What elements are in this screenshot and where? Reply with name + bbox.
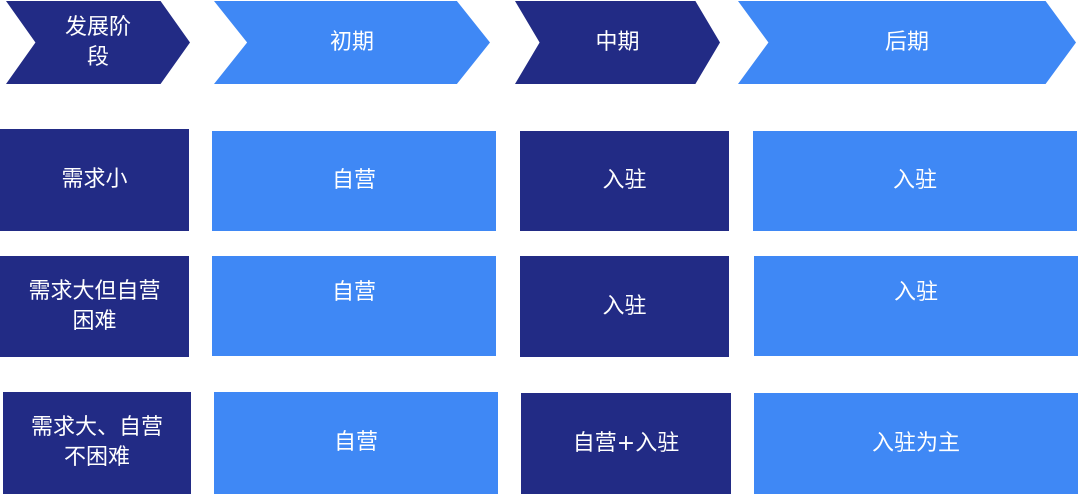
row-3-early-cell: 自营 xyxy=(214,392,498,494)
row-2-late-text: 入驻 xyxy=(893,280,938,305)
row-1-late-cell: 入驻 xyxy=(753,131,1077,231)
header-early-chevron: 初期 xyxy=(214,1,490,84)
header-early-label: 初期 xyxy=(329,29,374,55)
row-2-late-cell: 入驻 xyxy=(754,256,1078,356)
row-1-early-cell: 自营 xyxy=(212,131,496,231)
row-3-label-cell: 需求大、自营 不困难 xyxy=(3,392,191,494)
row-2-label-line2: 困难 xyxy=(72,308,117,334)
row-3-early-text: 自营 xyxy=(333,430,378,455)
row-1-late-text: 入驻 xyxy=(892,168,937,193)
row-1-label-cell: 需求小 xyxy=(0,129,189,231)
row-1-label-line1: 需求小 xyxy=(61,167,128,192)
header-stage-label-line1: 发展阶 xyxy=(64,14,131,40)
row-2-early-cell: 自营 xyxy=(212,256,496,356)
row-2-label-line1: 需求大但自营 xyxy=(28,278,161,304)
row-2-early-text: 自营 xyxy=(331,280,376,305)
row-3-late-cell: 入驻为主 xyxy=(754,393,1078,494)
header-middle-chevron: 中期 xyxy=(515,1,720,84)
row-2-middle-text: 入驻 xyxy=(602,293,647,319)
row-3-middle-text: 自营+入驻 xyxy=(572,430,680,456)
row-2-middle-cell: 入驻 xyxy=(520,256,729,357)
row-1-middle-text: 入驻 xyxy=(602,168,647,193)
row-3-label-line1: 需求大、自营 xyxy=(30,415,163,440)
header-late-chevron: 后期 xyxy=(738,1,1076,84)
header-late-label: 后期 xyxy=(884,29,929,55)
header-stage-label: 发展阶 段 xyxy=(65,13,131,73)
row-2-label-cell: 需求大但自营 困难 xyxy=(0,256,189,357)
row-1-early-text: 自营 xyxy=(331,168,376,193)
row-3-label-line2: 不困难 xyxy=(63,445,130,470)
row-3-middle-cell: 自营+入驻 xyxy=(521,393,731,494)
header-middle-label: 中期 xyxy=(595,29,640,55)
header-stage-chevron: 发展阶 段 xyxy=(6,1,190,84)
header-stage-label-line2: 段 xyxy=(86,44,109,70)
row-1-middle-cell: 入驻 xyxy=(520,131,729,231)
row-3-late-text: 入驻为主 xyxy=(871,430,960,456)
